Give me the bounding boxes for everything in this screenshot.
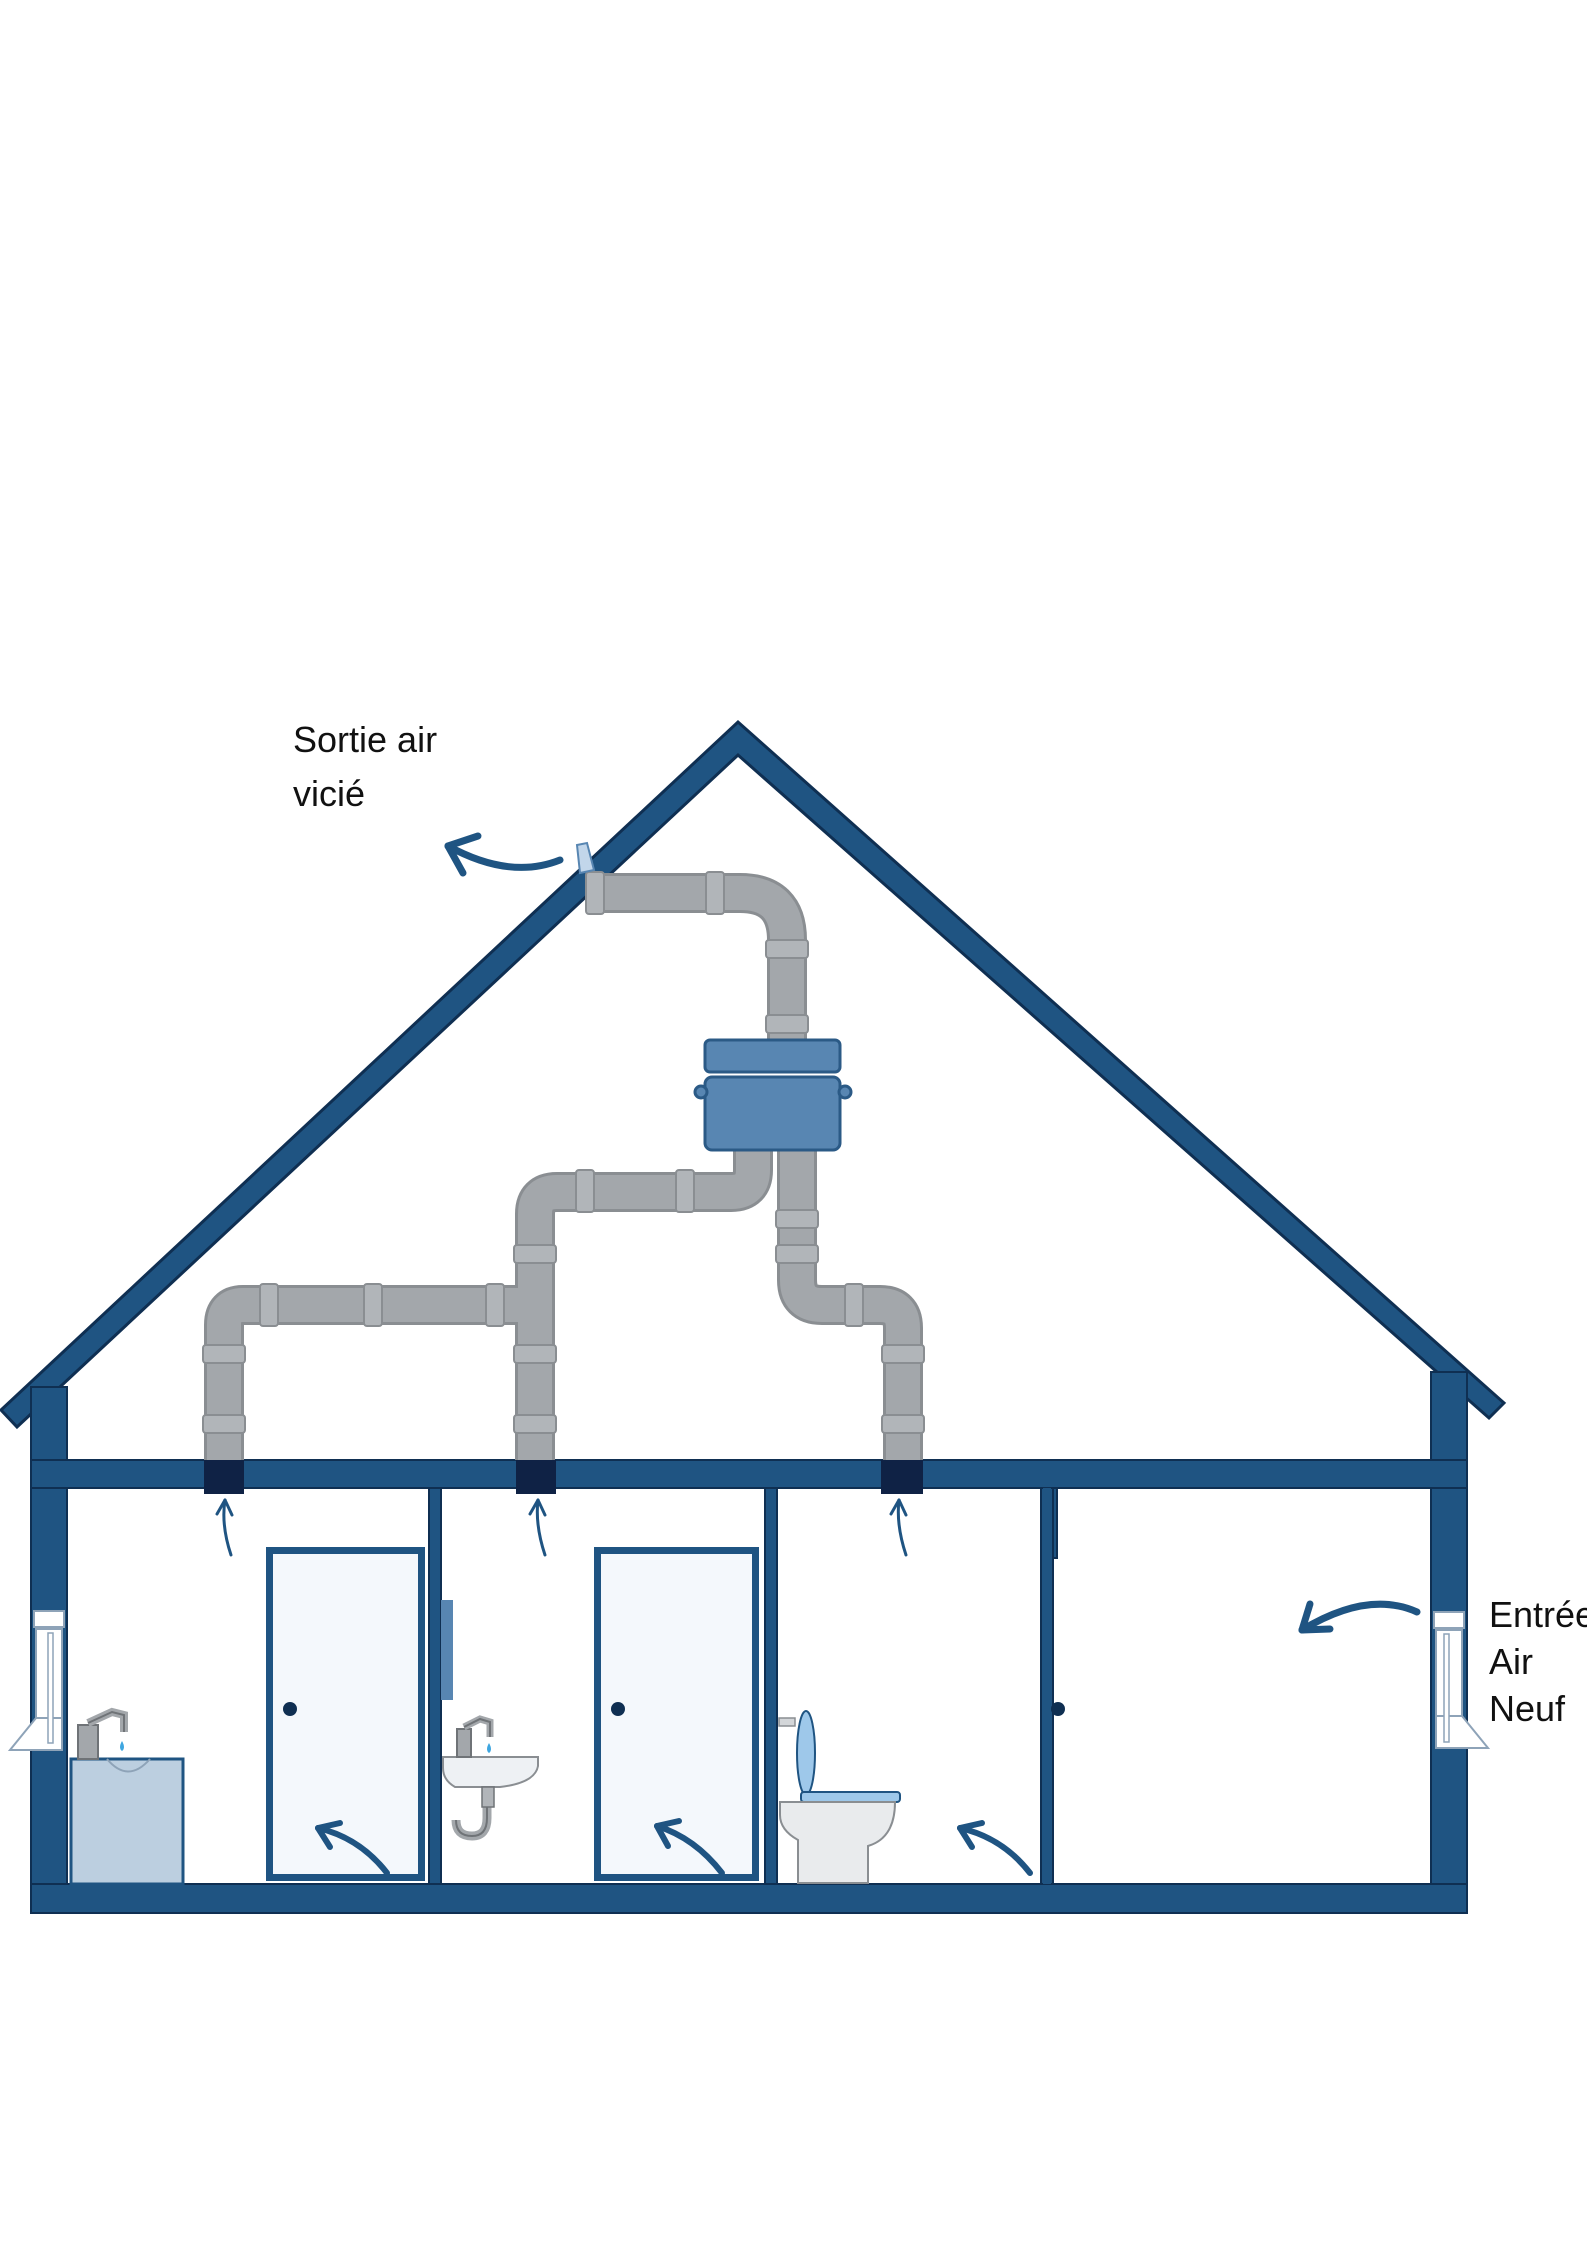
ceiling-arrow bbox=[528, 1498, 547, 1557]
floor-arrow bbox=[957, 1820, 1033, 1876]
ceiling-arrow bbox=[215, 1498, 234, 1557]
duct-coupling bbox=[363, 1283, 383, 1327]
left-horizontal-duct bbox=[207, 1288, 535, 1460]
vmc-unit-body bbox=[703, 1075, 842, 1152]
duct-coupling bbox=[513, 1244, 557, 1264]
vmc-unit-lid bbox=[703, 1038, 842, 1074]
duct-coupling bbox=[575, 1169, 595, 1213]
sink-icon bbox=[442, 1715, 539, 1841]
toilet-icon bbox=[778, 1710, 901, 1884]
duct-coupling bbox=[775, 1244, 819, 1264]
exhaust-duct-outline bbox=[588, 873, 807, 1045]
toilet-bowl bbox=[779, 1801, 897, 1884]
roof-outline bbox=[0, 719, 1507, 1430]
duct-coupling bbox=[705, 871, 725, 915]
duct-coupling bbox=[881, 1414, 925, 1434]
intake-label: Entrée Air Neuf bbox=[1489, 1594, 1587, 1729]
door-icon bbox=[266, 1547, 425, 1881]
left-horizontal-duct-outline bbox=[204, 1285, 535, 1460]
air-inlet-icon bbox=[1433, 1611, 1491, 1749]
duct-coupling bbox=[765, 1014, 809, 1034]
kitchen-furniture bbox=[69, 1707, 185, 1886]
toilet-seat-lid bbox=[796, 1710, 816, 1796]
duct-coupling bbox=[775, 1209, 819, 1229]
duct-coupling bbox=[259, 1283, 279, 1327]
exhaust-duct bbox=[588, 876, 804, 1045]
extraction-vent bbox=[881, 1460, 923, 1494]
duct-coupling bbox=[513, 1344, 557, 1364]
floor-arrow bbox=[654, 1818, 725, 1876]
roof bbox=[0, 719, 1507, 1430]
door-frame-strip bbox=[441, 1600, 453, 1700]
air-inlet-icon bbox=[7, 1610, 65, 1751]
duct-coupling bbox=[513, 1414, 557, 1434]
extraction-vents bbox=[204, 1460, 923, 1494]
intake-label-line-1: Entrée bbox=[1489, 1594, 1587, 1635]
duct-coupling bbox=[844, 1283, 864, 1327]
duct-coupling bbox=[675, 1169, 695, 1213]
vmc-unit-knob-left bbox=[693, 1084, 709, 1100]
toilet-seat bbox=[800, 1791, 901, 1803]
sink-basin bbox=[442, 1756, 539, 1788]
duct-coupling bbox=[202, 1344, 246, 1364]
floor-slab bbox=[30, 1883, 1468, 1914]
intake-label-line-2: Air bbox=[1489, 1641, 1533, 1682]
exhaust-label: Sortie air vicié bbox=[293, 719, 437, 814]
exhaust-label-line-2: vicié bbox=[293, 773, 365, 814]
vmc-unit-icon bbox=[693, 1038, 853, 1152]
exhaust-label-line-1: Sortie air bbox=[293, 719, 437, 760]
exhaust-arrow bbox=[444, 832, 564, 877]
toilet-tank-pipe bbox=[778, 1717, 796, 1727]
doors bbox=[266, 1488, 1065, 1884]
intake-arrow bbox=[1298, 1600, 1421, 1634]
duct-coupling bbox=[485, 1283, 505, 1327]
door-icon bbox=[1043, 1488, 1065, 1884]
roof-outlet-icon bbox=[575, 841, 596, 875]
extraction-vent bbox=[516, 1460, 556, 1494]
ductwork bbox=[202, 871, 925, 1460]
vmc-unit-knob-right bbox=[837, 1084, 853, 1100]
duct-coupling bbox=[765, 939, 809, 959]
faucet-icon bbox=[456, 1715, 494, 1758]
floor-arrow bbox=[315, 1820, 390, 1876]
partition-wall-2 bbox=[764, 1487, 778, 1885]
extraction-vent bbox=[204, 1460, 244, 1494]
ceiling-arrow bbox=[889, 1498, 908, 1557]
sink-basin-arc bbox=[106, 1758, 151, 1773]
duct-coupling bbox=[881, 1344, 925, 1364]
left-branch-duct bbox=[518, 1145, 770, 1460]
kitchen-cabinet bbox=[69, 1757, 185, 1886]
intake-label-line-3: Neuf bbox=[1489, 1688, 1566, 1729]
airflow-arrows bbox=[215, 832, 1421, 1876]
faucet-icon bbox=[77, 1707, 128, 1760]
duct-coupling bbox=[202, 1414, 246, 1434]
partition-wall-1 bbox=[428, 1487, 442, 1885]
partition-tab bbox=[1052, 1487, 1058, 1559]
duct-coupling bbox=[585, 871, 605, 915]
ceiling-slab bbox=[30, 1459, 1468, 1489]
